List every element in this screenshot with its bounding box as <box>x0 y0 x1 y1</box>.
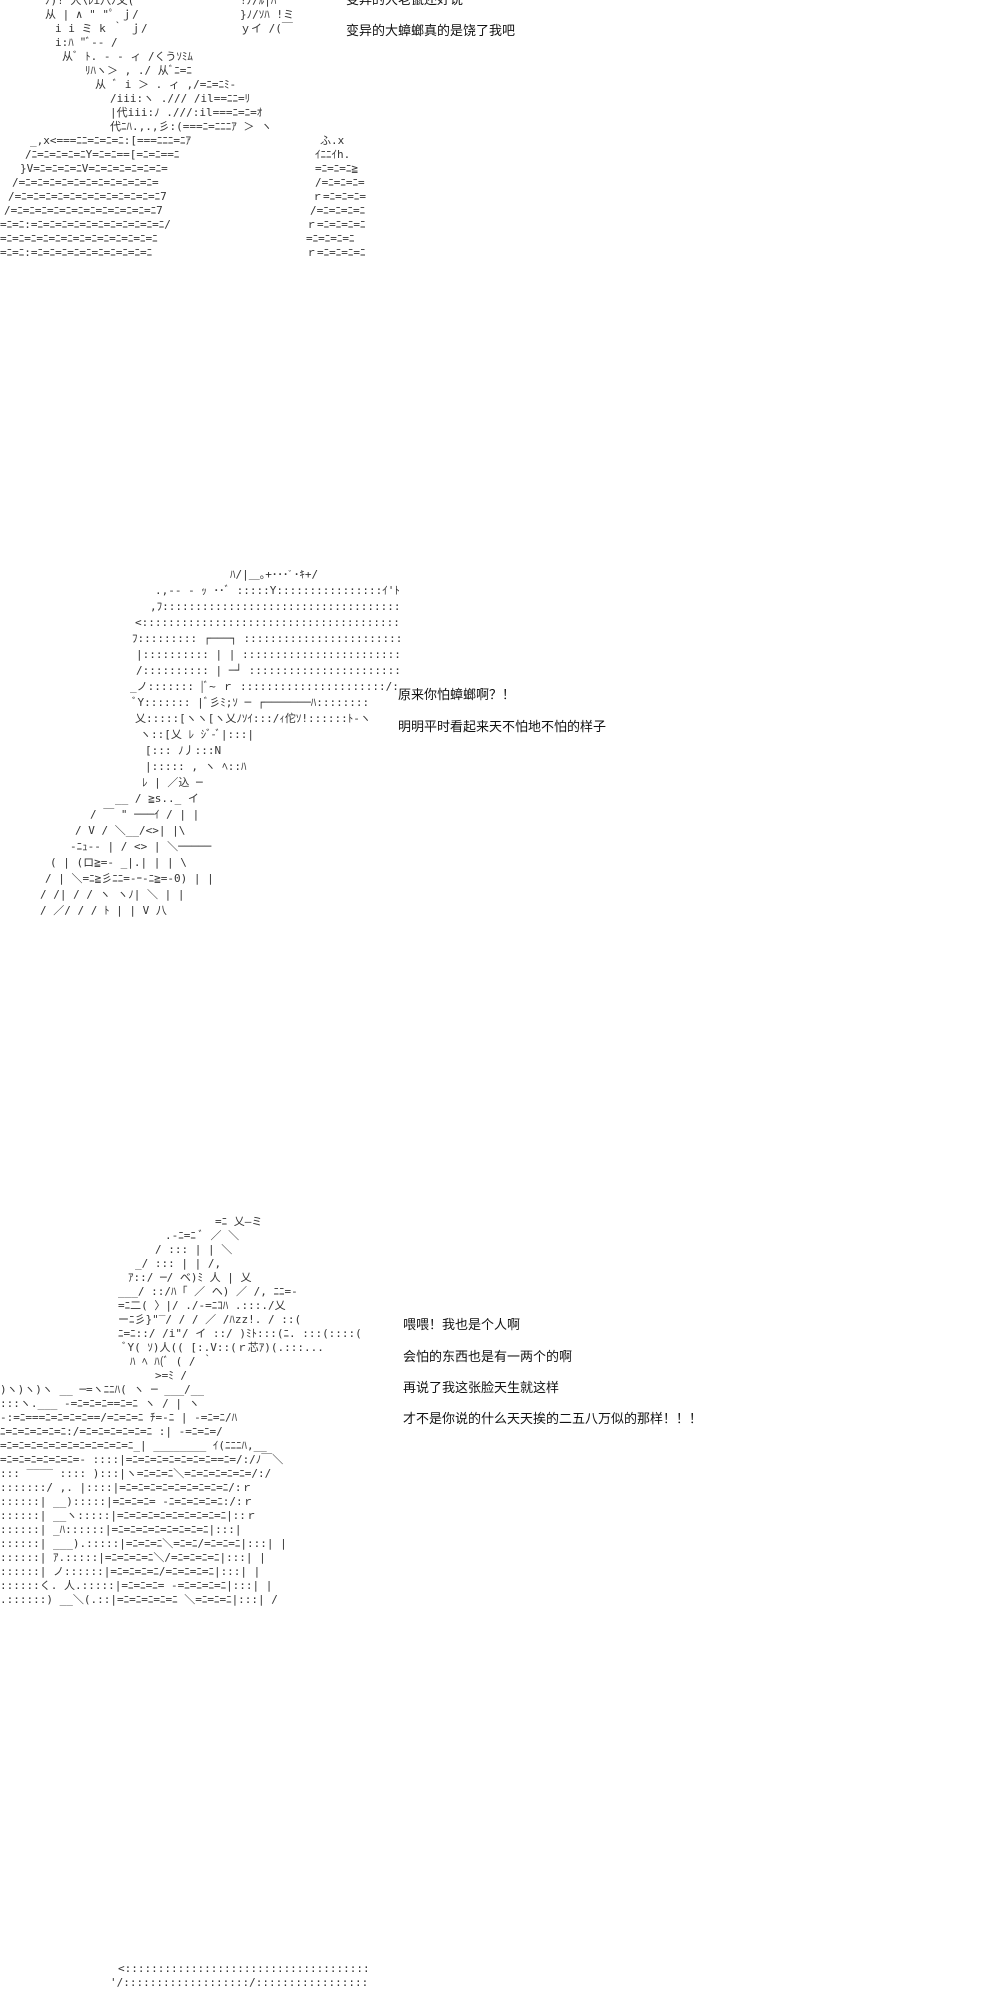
svg-text:/ | ＼=ﾆ≧彡ﾆﾆ=-ｰ: / | ＼=ﾆ≧彡ﾆﾆ=-ｰ-ﾆ≧=-0) | | <box>45 872 214 885</box>
svg-text:/=ﾆ=ﾆ=ﾆ=ﾆ=ﾆ=ﾆ=ﾆ=ﾆ=ﾆ=ﾆ=ﾆ=: /=ﾆ=ﾆ=ﾆ=ﾆ=ﾆ=ﾆ=ﾆ=ﾆ=ﾆ=ﾆ=ﾆ= <box>12 176 159 189</box>
svg-text:/=ﾆ=ﾆ=ﾆ=ﾆ: /=ﾆ=ﾆ=ﾆ=ﾆ <box>310 204 365 217</box>
svg-text:___/ ::/ﾊ「 ／ ヘ) ／ /, ﾆﾆ=-: ___/ ::/ﾊ「 ／ ヘ) ／ /, ﾆﾆ=- <box>118 1285 298 1298</box>
ascii-art-character-1: ﾉ)! 人\ﾚi八ﾉ乂( !ﾉ/ﾙ|ﾊ 从 | ∧ " "ﾟ ｊ/ }ﾉ/ｿﾊ … <box>0 0 366 259</box>
svg-text:-ﾆｭ-- | / <>: -ﾆｭ-- | / <> | ＼───── <box>70 840 212 853</box>
svg-text:ふ.x: ふ.x <box>320 134 345 147</box>
svg-text:ﾆ=ﾆ=ﾆ=ﾆ=ﾆ=ﾆ:/=ﾆ=ﾆ=ﾆ=ﾆ=ﾆ=ﾆ :|: ﾆ=ﾆ=ﾆ=ﾆ=ﾆ=ﾆ:/=ﾆ=ﾆ=ﾆ=ﾆ=ﾆ=ﾆ :| -=ﾆ=ﾆ=/ <box>0 1425 223 1438</box>
svg-text:/iii:ヽ ./// /il==ﾆﾆ=ﾘ: /iii:ヽ ./// /il==ﾆﾆ=ﾘ <box>110 92 250 105</box>
svg-text:/ V / ＼__/<>| |\: / V / ＼__/<>| |\ <box>75 824 185 837</box>
svg-text:/ /| / / ヽ ヽ: / /| / / ヽ ヽﾉ| ＼ | | <box>40 888 184 901</box>
svg-text:ｒ=ﾆ=ﾆ=ﾆ=: ｒ=ﾆ=ﾆ=ﾆ= <box>312 190 366 203</box>
svg-text:/=ﾆ=ﾆ=ﾆ=ﾆ=ﾆ=ﾆ=ﾆ=ﾆ=ﾆ=ﾆ=ﾆ=ﾆ7: /=ﾆ=ﾆ=ﾆ=ﾆ=ﾆ=ﾆ=ﾆ=ﾆ=ﾆ=ﾆ=ﾆ=ﾆ7 <box>8 190 167 203</box>
svg-text::::ヽ.___ -=ﾆ=ﾆ=ﾆ==ﾆ=ﾆ ヽ: :::ヽ.___ -=ﾆ=ﾆ=ﾆ==ﾆ=ﾆ ヽ / | ヽ <box>0 1397 200 1410</box>
svg-text:ﾊ ﾍ ﾊ(ﾞ ( / ｀: ﾊ ﾍ ﾊ(ﾞ ( / ｀ <box>130 1353 213 1368</box>
svg-text:/ ／/ / / ﾄ |: / ／/ / / ﾄ | | V 八 <box>40 904 167 917</box>
dialogue-line: 变异的大老鼠还好说 <box>346 0 464 8</box>
svg-text:)ヽ)ヽ)ヽ __ ─=ヽﾆﾆﾊ( ヽ ─: )ヽ)ヽ)ヽ __ ─=ヽﾆﾆﾊ( ヽ ─ ___/__ <box>0 1383 204 1396</box>
svg-text:ﾉ)! 人\ﾚi八ﾉ乂(: ﾉ)! 人\ﾚi八ﾉ乂( <box>45 0 134 7</box>
svg-text:<:::::::::::::::::::::::::::::: <:::::::::::::::::::::::::::::::::::::::… <box>118 1962 370 1975</box>
svg-text:ﾊ/|＿｡+･･･ﾟ･ｷ+/: ﾊ/|＿｡+･･･ﾟ･ｷ+/ <box>230 570 318 581</box>
svg-text:=ﾆ=ﾆ:=ﾆ=ﾆ=ﾆ=ﾆ=ﾆ=ﾆ=ﾆ=ﾆ=ﾆ=ﾆ: =ﾆ=ﾆ:=ﾆ=ﾆ=ﾆ=ﾆ=ﾆ=ﾆ=ﾆ=ﾆ=ﾆ=ﾆ <box>0 246 152 259</box>
svg-text:|:::::::::: | | :::::::::: |:::::::::: | | ::::::::::::::::::::::::… <box>136 648 400 661</box>
svg-text:从ﾞ ﾄ. - - ィ /くうｿﾐﾑ: 从ﾞ ﾄ. - - ィ /くうｿﾐﾑ <box>62 50 193 63</box>
svg-text:/ ::: | | ＼: / ::: | | ＼ <box>155 1243 232 1256</box>
svg-text::::::::/ ,. |::::|=ﾆ=ﾆ=: :::::::/ ,. |::::|=ﾆ=ﾆ=ﾆ=ﾆ=ﾆ=ﾆ=ﾆ=ﾆ=ﾆ/:ｒ <box>0 1481 253 1494</box>
svg-text:|代iii:ﾉ .///:il===ﾆ=ﾆ=ｵ: |代iii:ﾉ .///:il===ﾆ=ﾆ=ｵ <box>110 106 263 119</box>
svg-text:ｒ=ﾆ=ﾆ=ﾆ=ﾆ: ｒ=ﾆ=ﾆ=ﾆ=ﾆ <box>306 246 366 259</box>
svg-text:'/:::::::::::::::::::/::::::::: '/:::::::::::::::::::/::::::::::::::::::… <box>110 1976 370 1989</box>
svg-text:代ﾆﾊ.,.,彡:(===ﾆ=ﾆﾆﾆｱ ＞ ヽ: 代ﾆﾊ.,.,彡:(===ﾆ=ﾆﾆﾆｱ ＞ ヽ <box>110 120 272 133</box>
svg-text:::::::| _ﾊ::::::|=ﾆ=ﾆ=ﾆ=ﾆ=: ::::::| _ﾊ::::::|=ﾆ=ﾆ=ﾆ=ﾆ=ﾆ=ﾆ=ﾆ=ﾆ|:::| <box>0 1523 242 1536</box>
svg-text:=ﾆ=ﾆ=ﾆ=ﾆ=ﾆ=ﾆ=- ::::|=ﾆ=ﾆ=ﾆ=ﾆ=: =ﾆ=ﾆ=ﾆ=ﾆ=ﾆ=ﾆ=- ::::|=ﾆ=ﾆ=ﾆ=ﾆ=ﾆ=ﾆ=ﾆ==ﾆ=/:… <box>0 1452 283 1466</box>
svg-text:=ﾆ=ﾆ=ﾆ=ﾆ=ﾆ=ﾆ=ﾆ=ﾆ=ﾆ=ﾆ=ﾆ=ﾆ=ﾆ: =ﾆ=ﾆ=ﾆ=ﾆ=ﾆ=ﾆ=ﾆ=ﾆ=ﾆ=ﾆ=ﾆ=ﾆ=ﾆ <box>0 232 158 245</box>
svg-text:::: ‾‾‾‾ :::: ):::|ヽ=ﾆ=ﾆ=ﾆ＼: ::: ‾‾‾‾ :::: ):::|ヽ=ﾆ=ﾆ=ﾆ＼=ﾆ=ﾆ=ﾆ=ﾆ=ﾆ=/:… <box>0 1467 271 1480</box>
svg-text:=ﾆ=ﾆ=ﾆ=ﾆ: =ﾆ=ﾆ=ﾆ=ﾆ <box>306 232 355 245</box>
svg-text:.,-- - ｯ ･･ﾞ :::::Y:::::::::: .,-- - ｯ ･･ﾞ :::::Y::::::::::::::::ｲ'ﾄs｡ <box>155 584 400 597</box>
svg-text:_/ ::: | | /: _/ ::: | | /, <box>135 1257 221 1270</box>
svg-text:/=ﾆ=ﾆ=ﾆ=ﾆ=ﾆ=ﾆ=ﾆ=ﾆ=ﾆ=ﾆ=ﾆ=ﾆ7: /=ﾆ=ﾆ=ﾆ=ﾆ=ﾆ=ﾆ=ﾆ=ﾆ=ﾆ=ﾆ=ﾆ=ﾆ7 <box>4 204 163 217</box>
svg-text:<:::::::::::::::::::::::::::::: <:::::::::::::::::::::::::::::::::::::::… <box>135 616 400 629</box>
svg-text:( | (ロ≧=- _|.|: ( | (ロ≧=- _|.| | | \ <box>50 856 187 869</box>
svg-text:=ﾆ 乂―ミ: =ﾆ 乂―ミ <box>215 1215 262 1228</box>
svg-text:[::: ﾉ丿:::: [::: ﾉ丿:::N <box>145 744 221 757</box>
svg-text:ーﾆ彡}"‾/ / / ／ /ﾊzz!. / ::(: ーﾆ彡}"‾/ / / ／ /ﾊzz!. / ::( <box>118 1313 301 1326</box>
dialogue-line: 再说了我这张脸天生就这样 <box>403 1381 560 1396</box>
svg-text:::::::| __):::::|=ﾆ=ﾆ=ﾆ=: ::::::| __):::::|=ﾆ=ﾆ=ﾆ= -ﾆ=ﾆ=ﾆ=ﾆ=ﾆ:/:ｒ <box>0 1495 254 1508</box>
svg-text:ﾌ::::::::: ┌───┐ ::::::::::::: ﾌ::::::::: ┌───┐ :::::::::::::::::::::::… <box>132 632 400 645</box>
panel-4: <:::::::::::::::::::::::::::::::::::::::… <box>0 1960 1000 2000</box>
dialogue-line: 才不是你说的什么天天挨的二五八万似的那样！！！ <box>403 1412 703 1427</box>
svg-text:乂:::::[ヽヽ[ヽ乂ﾉｿｲ:::/ｨ佗ｿ!::::::ﾄ: 乂:::::[ヽヽ[ヽ乂ﾉｿｲ:::/ｨ佗ｿ!::::::ﾄ-ヽ <box>135 711 371 725</box>
svg-text:ｲﾆﾆｲh.: ｲﾆﾆｲh. <box>315 148 350 161</box>
svg-text:ﾞY::::::: |ﾞ彡ﾐ;ｿ ─ ┌─────: ﾞY::::::: |ﾞ彡ﾐ;ｿ ─ ┌───────ﾊ:::::::: <box>132 696 369 709</box>
svg-text:|::::: , ヽ ﾍ::ﾊ: |::::: , ヽ ﾍ::ﾊ <box>145 760 247 773</box>
dialogue-line: 原来你怕蟑螂啊？！ <box>398 688 516 703</box>
svg-text:::::::| ノ::::::|=ﾆ=ﾆ=ﾆ=ﾆ/=: ::::::| ノ::::::|=ﾆ=ﾆ=ﾆ=ﾆ/=ﾆ=ﾆ=ﾆ=ﾆ|:::| | <box>0 1565 260 1578</box>
svg-text:_,x<===ﾆﾆ=ﾆ=ﾆ=ﾆ:[===ﾆﾆﾆ=ﾆｱ: _,x<===ﾆﾆ=ﾆ=ﾆ=ﾆ:[===ﾆﾆﾆ=ﾆｱ <box>30 134 191 147</box>
svg-text:从 | ∧ " "ﾟ ｊ/: 从 | ∧ " "ﾟ ｊ/ <box>45 8 139 21</box>
panel-1: ﾉ)! 人\ﾚi八ﾉ乂( !ﾉ/ﾙ|ﾊ 从 | ∧ " "ﾟ ｊ/ }ﾉ/ｿﾊ … <box>0 0 1000 280</box>
svg-text:=ﾆ=ﾆ=ﾆ≧: =ﾆ=ﾆ=ﾆ≧ <box>315 162 358 175</box>
svg-text:ｱ::/ ─/ ベ)ﾐ 人 | 乂: ｱ::/ ─/ ベ)ﾐ 人 | 乂 <box>128 1271 251 1284</box>
svg-text:ﾞY( ｿ)人(( [:.V::(ｒ芯ｱ)(.:::...: ﾞY( ｿ)人(( [:.V::(ｒ芯ｱ)(.:::... <box>122 1340 324 1354</box>
svg-text:ヽ::[乂 ﾚ ｼﾞ-ﾞ|:::|: ヽ::[乂 ﾚ ｼﾞ-ﾞ|:::| <box>140 728 254 741</box>
ascii-art-character-3: =ﾆ 乂―ミ .-ﾆ=ﾆ ﾞ ／ ＼ / ::: | | ＼ _/ ::: | … <box>0 1215 362 1606</box>
svg-text:从 ﾞ i ＞ . ィ ,/=ﾆ=ﾆﾐ-: 从 ﾞ i ＞ . ィ ,/=ﾆ=ﾆﾐ- <box>95 78 236 91</box>
svg-text:i:ﾊ "ﾞ‐- /: i:ﾊ "ﾞ‐- / <box>55 36 118 49</box>
svg-text:/ﾆ=ﾆ=ﾆ=ﾆ=ﾆY=ﾆ=ﾆ==[=ﾆ=ﾆ==ﾆ: /ﾆ=ﾆ=ﾆ=ﾆ=ﾆY=ﾆ=ﾆ==[=ﾆ=ﾆ==ﾆ <box>25 148 179 161</box>
svg-text:}V=ﾆ=ﾆ=ﾆ=ﾆV=ﾆ=ﾆ=ﾆ=ﾆ=ﾆ=ﾆ=: }V=ﾆ=ﾆ=ﾆ=ﾆV=ﾆ=ﾆ=ﾆ=ﾆ=ﾆ=ﾆ= <box>20 162 168 175</box>
svg-text:/:::::::::: | ─┘ ::::::::::: /:::::::::: | ─┘ :::::::::::::::::::::::… <box>136 663 400 677</box>
panel-2: ﾊ/|＿｡+･･･ﾟ･ｷ+/ .,-- - ｯ ･･ﾞ :::::Y::::::… <box>0 570 1000 940</box>
svg-text:,ﾌ::::::::::::::::::::::::::::: ,ﾌ::::::::::::::::::::::::::::::::::::::… <box>150 600 400 613</box>
svg-text:_ノ::::::: |ﾞ~ ｒ ::::::::::::: _ノ::::::: |ﾞ~ ｒ ::::::::::::::::::::::/:… <box>130 680 400 693</box>
svg-text:/ ￣ " ───ｲ / | |: / ￣ " ───ｲ / | | <box>90 807 199 821</box>
svg-text:-:=ﾆ===ﾆ=ﾆ=ﾆ=ﾆ==/=ﾆ=ﾆ=ﾆ ﾁ=-: -:=ﾆ===ﾆ=ﾆ=ﾆ=ﾆ==/=ﾆ=ﾆ=ﾆ ﾁ=-ﾆ | -=ﾆ=ﾆ/ﾊ <box>0 1411 238 1424</box>
svg-text:>=ﾐ /: >=ﾐ / <box>155 1369 187 1382</box>
svg-text:=ﾆ二( 〉|/ ./-=ﾆｺﾊ .:::./: =ﾆ二( 〉|/ ./-=ﾆｺﾊ .:::./乂 <box>118 1299 286 1312</box>
ascii-art-character-2: ﾊ/|＿｡+･･･ﾟ･ｷ+/ .,-- - ｯ ･･ﾞ :::::Y::::::… <box>40 570 400 917</box>
svg-text:.-ﾆ=ﾆ ﾞ ／ ＼: .-ﾆ=ﾆ ﾞ ／ ＼ <box>165 1229 239 1242</box>
dialogue-line: 变异的大蟑螂真的是饶了我吧 <box>346 24 516 39</box>
svg-text:!ﾉ/ﾙ|ﾊ: !ﾉ/ﾙ|ﾊ <box>240 0 277 7</box>
svg-text:::::::く. 人.:::::|=ﾆ=ﾆ=ﾆ= -: ::::::く. 人.:::::|=ﾆ=ﾆ=ﾆ= -=ﾆ=ﾆ=ﾆ=ﾆ|:::| … <box>0 1579 272 1592</box>
dialogue-line: 明明平时看起来天不怕地不怕的样子 <box>398 720 607 735</box>
svg-text:::::::| __ヽ:::::|=ﾆ=ﾆ=ﾆ=ﾆ: ::::::| __ヽ:::::|=ﾆ=ﾆ=ﾆ=ﾆ=ﾆ=ﾆ=ﾆ=ﾆ=ﾆ|::ｒ <box>0 1509 257 1522</box>
svg-text:ﾚ | ／込 ─: ﾚ | ／込 ─ <box>142 776 203 789</box>
svg-text:ｒ=ﾆ=ﾆ=ﾆ=ﾆ: ｒ=ﾆ=ﾆ=ﾆ=ﾆ <box>306 218 366 231</box>
svg-text:.::::::) __＼(.::|=ﾆ=ﾆ=ﾆ=ﾆ=ﾆ: .::::::) __＼(.::|=ﾆ=ﾆ=ﾆ=ﾆ=ﾆ ＼=ﾆ=ﾆ=ﾆ|:::|… <box>0 1593 278 1606</box>
svg-text:i i ミ k ｀ ｊ/: i i ミ k ｀ ｊ/ <box>55 20 148 35</box>
dialogue-line: 喂喂！我也是个人啊 <box>403 1318 521 1333</box>
svg-text:=ﾆ=ﾆ=ﾆ=ﾆ=ﾆ=ﾆ=ﾆ=ﾆ=ﾆ=ﾆ=ﾆ_| ____: =ﾆ=ﾆ=ﾆ=ﾆ=ﾆ=ﾆ=ﾆ=ﾆ=ﾆ=ﾆ=ﾆ_| ________ ｲ(ﾆﾆﾆﾊ… <box>0 1439 267 1452</box>
svg-text:ﾘﾊヽ＞ , ./ 从ﾞﾆ=ﾆ: ﾘﾊヽ＞ , ./ 从ﾞﾆ=ﾆ <box>85 64 192 77</box>
svg-text:::::::| ｱ.:::::|=ﾆ=ﾆ=ﾆ=ﾆ＼: ::::::| ｱ.:::::|=ﾆ=ﾆ=ﾆ=ﾆ＼/=ﾆ=ﾆ=ﾆ=ﾆ|:::| … <box>0 1551 266 1564</box>
svg-text:ｙイ /(￣: ｙイ /(￣ <box>240 21 293 35</box>
svg-text:}ﾉ/ｿﾊ !ミ: }ﾉ/ｿﾊ !ミ <box>240 8 294 21</box>
panel-3: =ﾆ 乂―ミ .-ﾆ=ﾆ ﾞ ／ ＼ / ::: | | ＼ _/ ::: | … <box>0 1215 1000 1675</box>
svg-text:__ / ≧s.._ イ: __ / ≧s.._ イ <box>115 792 199 805</box>
svg-text:ﾆ=ﾆ::/ /i"/ イ ::/ )ﾐﾄ:::(ﾆ.: ﾆ=ﾆ::/ /i"/ イ ::/ )ﾐﾄ:::(ﾆ. :::(::::( <box>118 1327 362 1340</box>
svg-text:::::::| ___).:::::|=ﾆ=ﾆ=ﾆ＼=: ::::::| ___).:::::|=ﾆ=ﾆ=ﾆ＼=ﾆ=ﾆ/=ﾆ=ﾆ=ﾆ|::… <box>0 1537 287 1550</box>
svg-text:=ﾆ=ﾆ:=ﾆ=ﾆ=ﾆ=ﾆ=ﾆ=ﾆ=ﾆ=ﾆ=ﾆ=ﾆ=ﾆ/: =ﾆ=ﾆ:=ﾆ=ﾆ=ﾆ=ﾆ=ﾆ=ﾆ=ﾆ=ﾆ=ﾆ=ﾆ=ﾆ/ <box>0 218 171 231</box>
svg-text:/=ﾆ=ﾆ=ﾆ=: /=ﾆ=ﾆ=ﾆ= <box>315 176 365 189</box>
ascii-art-fragment: <:::::::::::::::::::::::::::::::::::::::… <box>110 1962 370 1989</box>
dialogue-line: 会怕的东西也是有一两个的啊 <box>403 1350 573 1365</box>
